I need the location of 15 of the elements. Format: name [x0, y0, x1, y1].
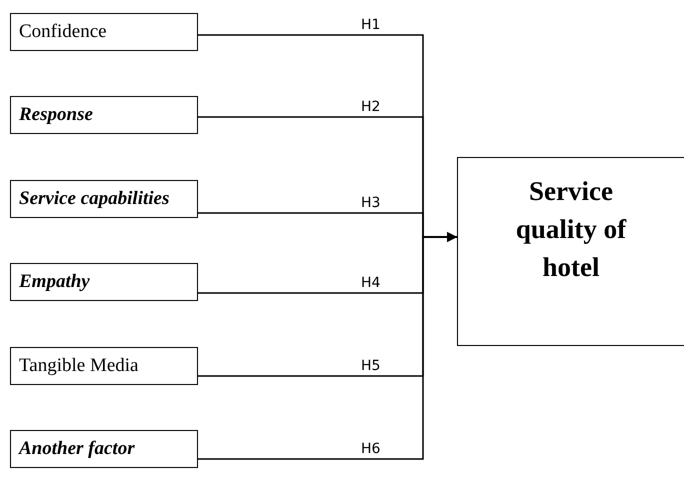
- factor-box: [10, 180, 198, 218]
- outcome-box: [457, 157, 684, 346]
- factor-box: [10, 263, 198, 301]
- factor-label: Another factor: [19, 438, 135, 460]
- factor-label: Response: [19, 104, 93, 126]
- factor-box: [10, 347, 198, 385]
- factor-label: Tangible Media: [19, 355, 138, 377]
- factor-box: [10, 13, 198, 51]
- factor-box: [10, 96, 198, 134]
- outcome-label: Service quality of hotel: [514, 175, 628, 284]
- factor-label: Service capabilities: [19, 188, 170, 210]
- connector-arrow: [198, 232, 457, 460]
- factor-label: Confidence: [19, 21, 107, 43]
- factor-label: Empathy: [19, 271, 90, 293]
- factor-box: [10, 430, 198, 468]
